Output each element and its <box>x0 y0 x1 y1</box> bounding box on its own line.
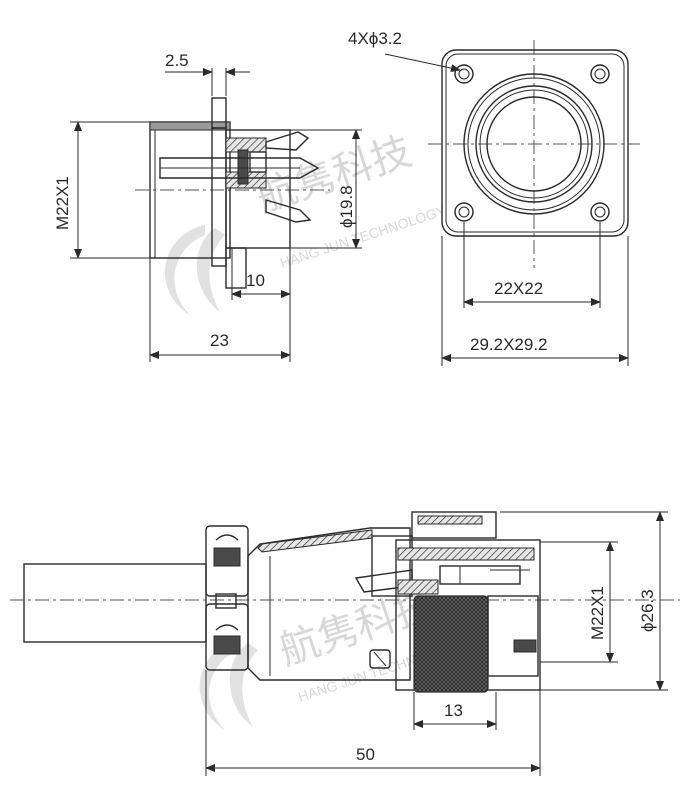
dim-mount-holes: 4Xϕ3.2 <box>348 29 402 48</box>
dim-total-length-side: 23 <box>210 331 229 350</box>
dim-hole-spacing: 22X22 <box>494 279 543 298</box>
side-view-dimensions: 2.5 M22X1 ϕ19.8 10 23 <box>53 51 362 362</box>
dim-diameter-side: ϕ19.8 <box>337 185 356 228</box>
dim-flange-thickness: 2.5 <box>165 51 189 70</box>
dim-thread-plug: M22X1 <box>588 586 607 640</box>
watermark-cn-top: 航隽科技 <box>251 129 417 220</box>
dim-diameter-plug: ϕ26.3 <box>638 589 657 632</box>
front-view-dimensions: 4Xϕ3.2 22X22 29.2X29.2 <box>348 29 629 366</box>
dim-nut-length: 13 <box>444 701 463 720</box>
plug-dimensions: M22X1 ϕ26.3 13 50 <box>205 511 668 776</box>
watermark-top: 航隽科技 HANG JUN TECHNOLOGY <box>164 129 448 315</box>
dim-pin-length: 10 <box>246 271 265 290</box>
plug-assembly-view <box>10 511 680 693</box>
side-section-view <box>135 97 330 289</box>
front-view <box>428 40 640 268</box>
dim-total-length-plug: 50 <box>356 745 375 764</box>
dim-thread-side: M22X1 <box>53 176 72 230</box>
dim-flange-size: 29.2X29.2 <box>470 335 548 354</box>
watermark-en-top: HANG JUN TECHNOLOGY <box>278 202 448 271</box>
